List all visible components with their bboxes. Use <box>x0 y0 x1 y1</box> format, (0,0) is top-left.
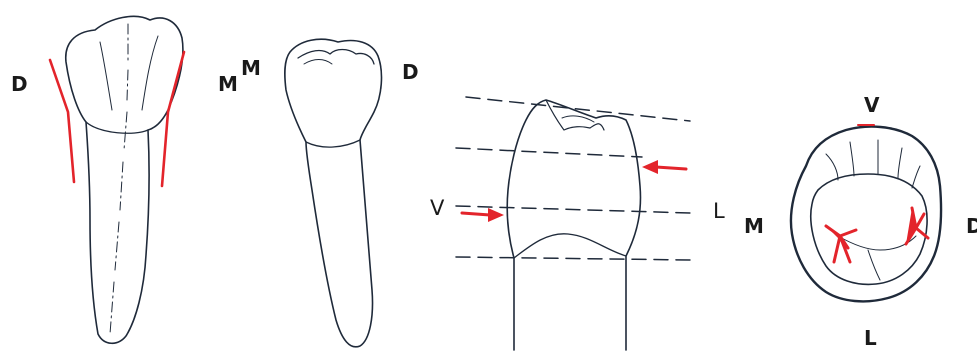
occlusal-tooth-outline <box>791 127 941 302</box>
buccal-label-distal: D <box>11 74 28 94</box>
section-label-vestibular: V <box>430 198 444 219</box>
buccal-red-guide-lines <box>50 52 184 186</box>
section-crown-outline <box>507 100 640 350</box>
proximal-label-mesial-inner: M <box>241 58 261 78</box>
proximal-label-distal: D <box>402 62 419 82</box>
occlusal-label-mesial: M <box>744 216 764 236</box>
section-red-arrows <box>462 160 686 222</box>
occlusal-label-lingual: L <box>864 328 877 348</box>
proximal-tooth-outline <box>285 39 382 347</box>
occlusal-label-distal: D <box>966 216 977 236</box>
occlusal-red-fossa-marks <box>826 208 928 262</box>
occlusal-label-vestibular: V <box>864 95 879 115</box>
proximal-label-mesial-outer: M <box>218 74 238 94</box>
section-label-lingual: L <box>713 201 725 222</box>
buccal-tooth-outline <box>66 16 183 343</box>
section-dashed-levels <box>456 97 690 260</box>
